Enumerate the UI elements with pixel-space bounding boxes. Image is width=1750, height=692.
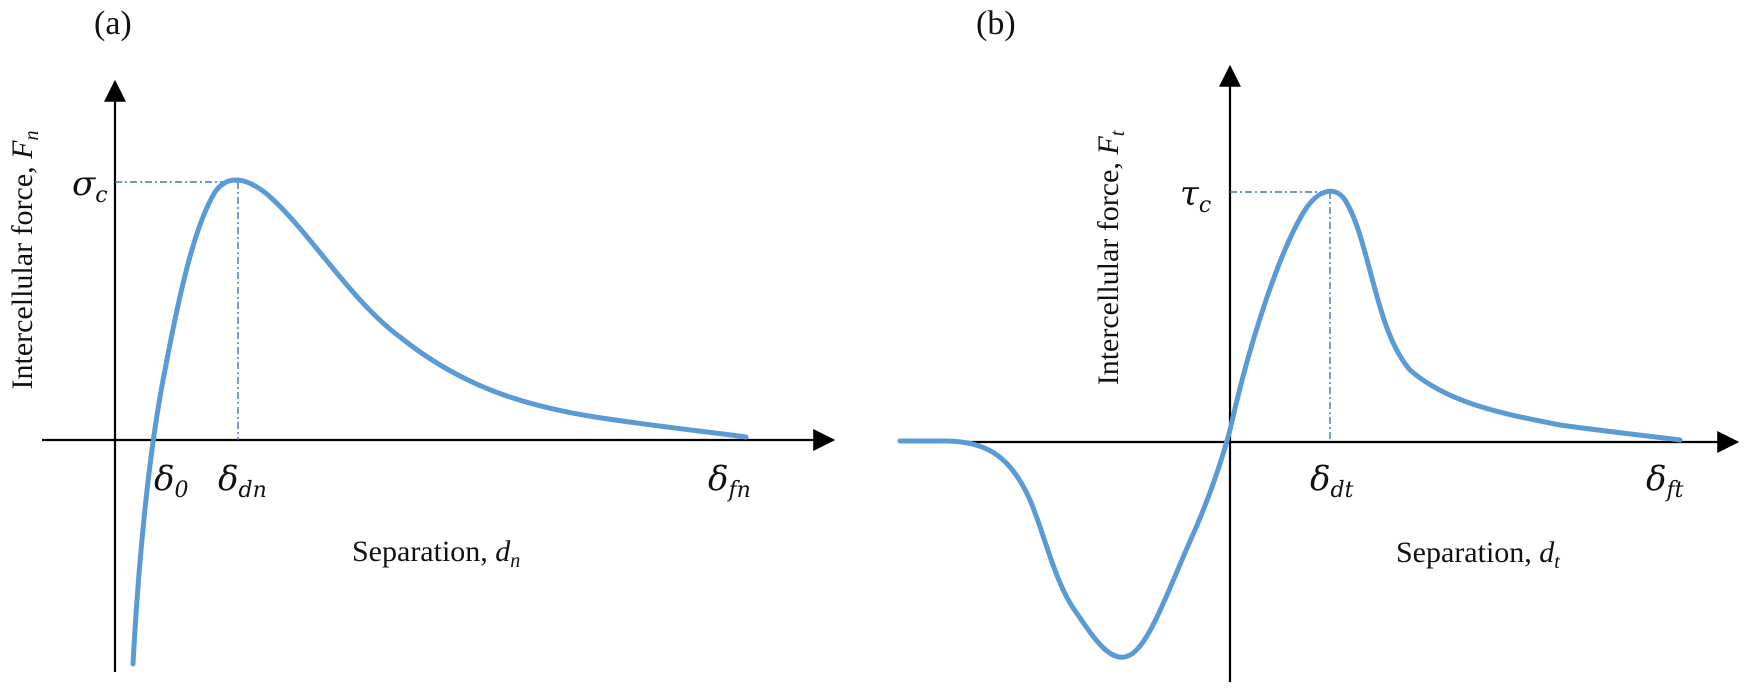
panel-b-label: (b)	[976, 5, 1016, 42]
panel-a-mark-delta-dn: δdn	[218, 459, 267, 503]
panel-b-peak-label: τc	[1180, 174, 1211, 218]
panel-a-y-axis-title: Intercellular force, Fn	[6, 130, 43, 389]
panel-a-mark-delta-0: δ0	[154, 459, 188, 503]
panel-b-mark-delta-dt: δdt	[1310, 459, 1354, 503]
panel-a-peak-label: σc	[72, 164, 108, 208]
panel-a-mark-delta-fn: δfn	[708, 459, 751, 503]
panel-a-x-axis-title: Separation, dn	[352, 535, 520, 572]
panel-b-y-axis-title: Intercellular force, Ft	[1092, 130, 1129, 385]
panel-b-x-axis-title: Separation, dt	[1396, 536, 1560, 573]
panel-a-label: (a)	[94, 5, 132, 42]
panel-a-normal-traction-curve	[130, 177, 749, 667]
panel-a: (a) Intercellular force, Fn Separation, …	[6, 5, 836, 672]
panel-b-tangential-traction-curve	[897, 188, 1683, 660]
panel-b-mark-delta-ft: δft	[1646, 459, 1684, 503]
panel-b: (b) Intercellular force, Ft Separation, …	[897, 5, 1740, 682]
